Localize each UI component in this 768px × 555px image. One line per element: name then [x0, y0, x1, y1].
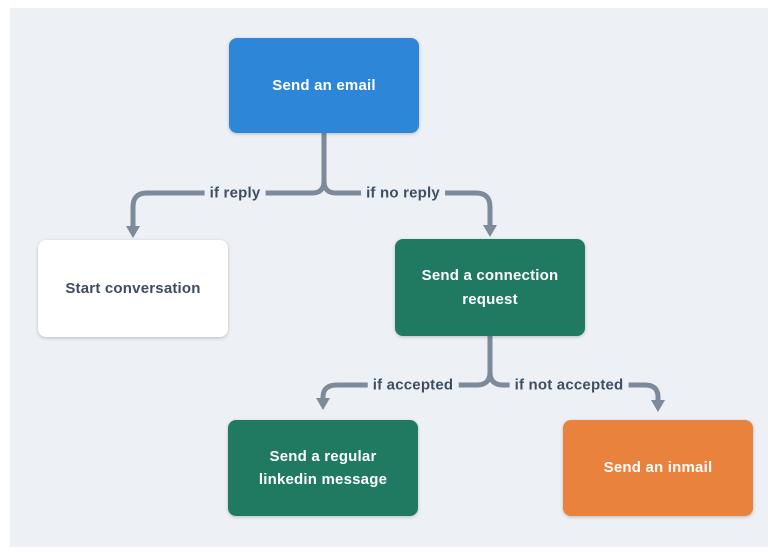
node-send-email[interactable]: Send an email: [229, 38, 419, 133]
edge-label-if-accepted: if accepted: [367, 375, 459, 395]
edge-label-if-reply: if reply: [204, 183, 266, 203]
node-send-linkedin-message[interactable]: Send a regular linkedin message: [228, 420, 418, 516]
node-send-inmail[interactable]: Send an inmail: [563, 420, 753, 516]
node-send-connection-request[interactable]: Send a connection request: [395, 239, 585, 336]
node-start-conversation[interactable]: Start conversation: [38, 240, 228, 337]
edge-label-if-no-reply: if no reply: [361, 183, 445, 203]
edge-label-if-not-accepted: if not accepted: [509, 375, 629, 395]
